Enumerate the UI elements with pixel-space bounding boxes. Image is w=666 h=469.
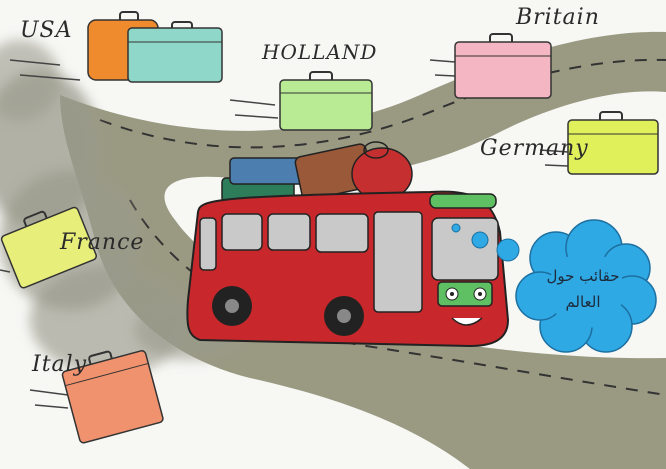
road — [60, 31, 666, 469]
title-line-2: العالم — [565, 293, 601, 311]
label-france: France — [60, 230, 145, 255]
title-line-1: حقائب حول — [546, 267, 620, 285]
label-usa: USA — [20, 18, 73, 43]
suitcase-icon — [454, 33, 552, 99]
suitcase-icon — [87, 11, 223, 83]
suitcase-icon — [0, 206, 97, 289]
suitcase-icon — [567, 111, 659, 175]
label-holland: HOLLAND — [262, 40, 378, 64]
label-italy: Italy — [32, 352, 88, 377]
cloud-title: حقائب حول العالم — [528, 244, 638, 334]
bubbles — [451, 223, 520, 262]
road-band — [60, 31, 666, 469]
label-britain: Britain — [516, 5, 600, 30]
cloud-icon — [515, 219, 657, 353]
suitcase-icon — [279, 71, 373, 131]
road-dashes — [99, 58, 666, 396]
suitcase-icon — [61, 350, 164, 444]
speed-lines — [0, 59, 569, 409]
label-germany: Germany — [480, 136, 589, 161]
bus-icon — [186, 141, 510, 348]
